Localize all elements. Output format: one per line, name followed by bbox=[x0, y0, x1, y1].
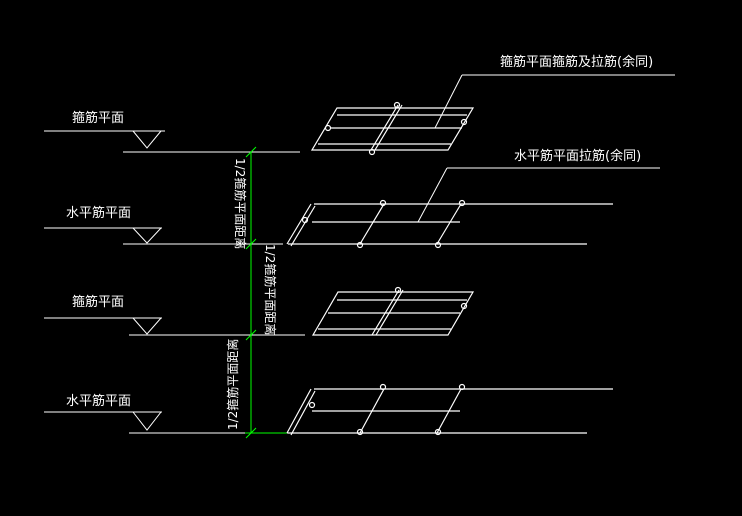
stirrup-plane-3 bbox=[311, 286, 475, 336]
horizontal-plane-2 bbox=[286, 199, 613, 249]
callout-leader-1 bbox=[434, 74, 675, 129]
level-marker-3 bbox=[44, 317, 305, 336]
callout-leader-2 bbox=[417, 167, 660, 223]
dimension-line bbox=[245, 146, 287, 439]
level-marker-1 bbox=[44, 130, 300, 153]
dimension-label-1: 1/2箍筋平面距离 bbox=[233, 158, 248, 249]
level-label-2: 水平筋平面 bbox=[66, 205, 131, 221]
callout-horizontal-plane-tie: 水平筋平面拉筋(余同) bbox=[514, 148, 641, 164]
level-label-1: 箍筋平面 bbox=[72, 110, 124, 126]
callout-stirrup-plane-tie: 箍筋平面箍筋及拉筋(余同) bbox=[500, 54, 653, 70]
dimension-label-2: 1/2箍筋平面距离 bbox=[263, 244, 278, 335]
level-label-4: 水平筋平面 bbox=[66, 393, 131, 409]
level-marker-2 bbox=[44, 227, 283, 245]
horizontal-plane-4 bbox=[286, 383, 613, 436]
stirrup-plane-1 bbox=[310, 101, 475, 156]
dimension-label-3: 1/2箍筋平面距离 bbox=[225, 339, 240, 430]
level-label-3: 箍筋平面 bbox=[72, 294, 124, 310]
